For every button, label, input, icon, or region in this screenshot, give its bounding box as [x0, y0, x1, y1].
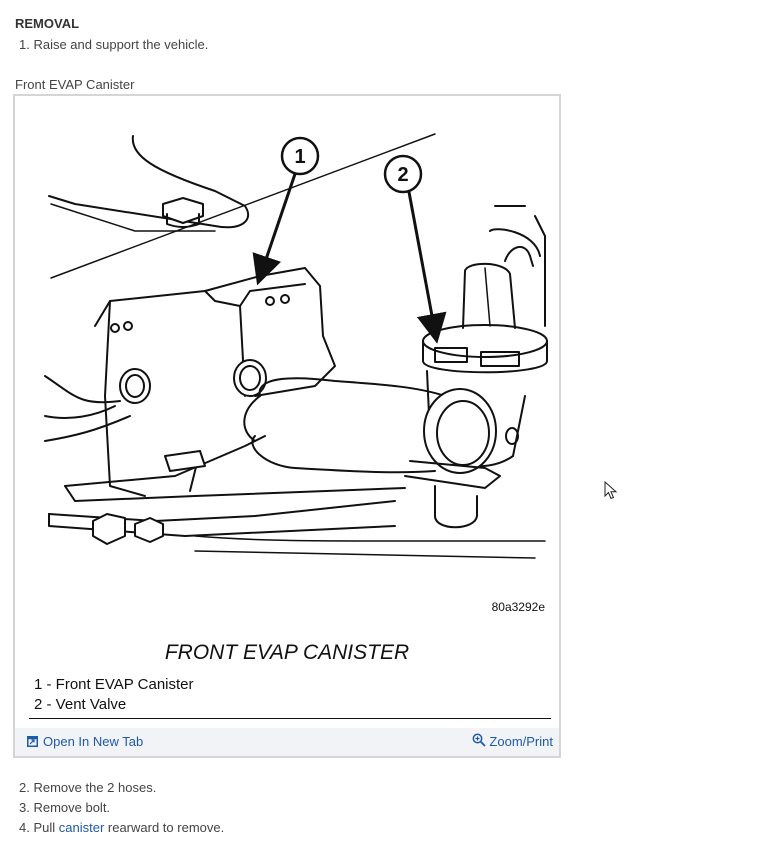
- legend-divider: [29, 718, 551, 719]
- magnifier-plus-icon: [472, 733, 487, 747]
- figure-code: 80a3292e: [491, 600, 545, 614]
- figure-caption: Front EVAP Canister: [15, 77, 135, 92]
- legend-item-2: 2 - Vent Valve: [34, 696, 127, 713]
- zoom-print-link[interactable]: Zoom/Print: [472, 733, 553, 749]
- zoom-print-label: Zoom/Print: [489, 734, 553, 749]
- step-4: 4. Pull canister rearward to remove.: [19, 820, 224, 835]
- figure-footer: Open In New Tab Zoom/Print: [15, 728, 559, 756]
- step-4-prefix: 4. Pull: [19, 820, 59, 835]
- legend-item-1: 1 - Front EVAP Canister: [34, 676, 194, 693]
- callout-arrows: 1 2: [252, 136, 447, 344]
- figure-container: 1 2 80a3292e FRONT EVAP CANISTER 1 - Fro…: [13, 94, 561, 758]
- figure-title: FRONT EVAP CANISTER: [164, 641, 410, 664]
- step-1: 1. Raise and support the vehicle.: [19, 37, 209, 52]
- callout-2: 2: [397, 164, 408, 186]
- step-2: 2. Remove the 2 hoses.: [19, 780, 157, 795]
- evap-canister-illustration: [44, 133, 548, 559]
- step-3: 3. Remove bolt.: [19, 800, 111, 815]
- section-heading: REMOVAL: [15, 16, 80, 31]
- open-in-new-tab-link[interactable]: Open In New Tab: [27, 734, 143, 749]
- open-new-tab-icon: [27, 736, 38, 747]
- step-4-suffix: rearward to remove.: [104, 820, 225, 835]
- mouse-cursor-icon: [604, 481, 618, 500]
- callout-1: 1: [294, 146, 305, 168]
- canister-link[interactable]: canister: [58, 820, 105, 835]
- open-in-new-tab-label: Open In New Tab: [43, 734, 144, 749]
